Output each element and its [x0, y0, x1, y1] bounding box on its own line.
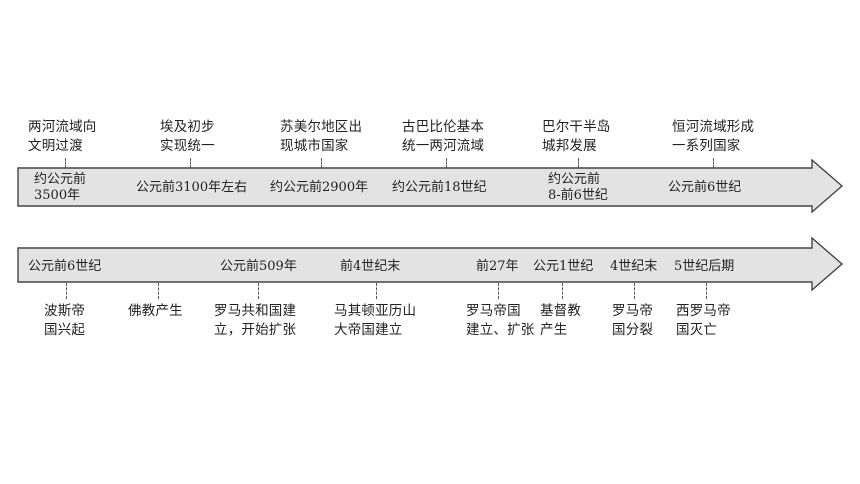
event-label: 罗马帝国 建立、扩张: [466, 303, 535, 338]
event-label: 西罗马帝 国灭亡: [676, 303, 731, 338]
event-label: 恒河流域形成 一系列国家: [672, 119, 755, 154]
event-label: 苏美尔地区出 现城市国家: [280, 119, 363, 154]
event-connector: [158, 283, 159, 299]
event-connector: [634, 283, 635, 299]
event-connector: [706, 283, 707, 299]
event-date: 前4世纪末: [340, 259, 401, 274]
event-connector: [713, 158, 714, 168]
event-label: 两河流域向 文明过渡: [28, 119, 97, 154]
event-date: 前27年: [476, 259, 519, 274]
event-date: 约公元前2900年: [270, 180, 369, 195]
event-label: 基督教 产生: [540, 303, 582, 338]
event-date: 约公元前 3500年: [34, 172, 87, 203]
event-connector: [65, 158, 66, 168]
timeline-arrow-lower: [17, 236, 844, 292]
event-connector: [66, 283, 67, 299]
event-connector: [446, 158, 447, 168]
timeline-arrow-upper: [17, 158, 844, 214]
event-date: 公元前3100年左右: [136, 180, 248, 195]
event-date: 约公元前18世纪: [392, 180, 487, 195]
event-date: 约公元前 8-前6世纪: [548, 172, 608, 203]
event-connector: [578, 158, 579, 168]
event-connector: [321, 158, 322, 168]
event-label: 古巴比伦基本 统一两河流域: [402, 119, 485, 154]
event-label: 巴尔干半岛 城邦发展: [542, 119, 611, 154]
event-label: 波斯帝 国兴起: [44, 303, 86, 338]
event-label: 佛教产生: [128, 303, 183, 319]
event-date: 公元前6世纪: [28, 259, 102, 274]
event-label: 罗马帝 国分裂: [612, 303, 654, 338]
event-connector: [562, 283, 563, 299]
event-date: 4世纪末: [610, 259, 658, 274]
event-connector: [498, 283, 499, 299]
event-connector: [258, 283, 259, 299]
event-label: 马其顿亚历山 大帝国建立: [334, 303, 417, 338]
event-connector: [190, 158, 191, 168]
event-date: 5世纪后期: [674, 259, 735, 274]
event-date: 公元前509年: [220, 259, 297, 274]
event-label: 罗马共和国建 立，开始扩张: [214, 303, 297, 338]
event-date: 公元1世纪: [533, 259, 594, 274]
event-label: 埃及初步 实现统一: [160, 119, 215, 154]
event-connector: [376, 283, 377, 299]
event-date: 公元前6世纪: [668, 180, 742, 195]
